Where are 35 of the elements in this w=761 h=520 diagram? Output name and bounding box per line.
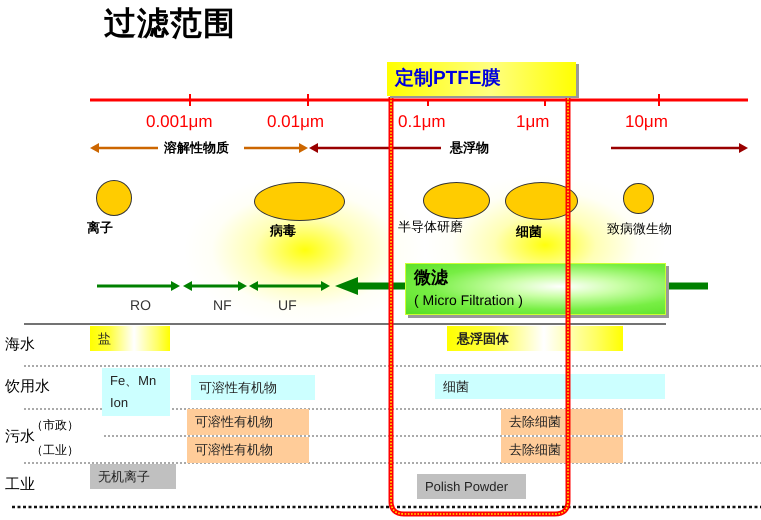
range-bar: 去除细菌	[501, 409, 623, 435]
range-bar: 可溶性有机物	[191, 375, 315, 400]
particle-label: 致病微生物	[607, 221, 672, 237]
range-bar: 无机离子	[90, 464, 176, 489]
particle-label: 半导体研磨	[398, 219, 463, 235]
particle-label: 离子	[87, 220, 113, 236]
range-bar: Polish Powder	[417, 474, 526, 499]
row-label: 海水	[5, 336, 35, 354]
range-bar: 可溶性有机物	[187, 437, 309, 463]
range-bar: 可溶性有机物	[187, 409, 309, 435]
filtration-box	[405, 263, 666, 315]
box-subtitle: ( Micro Filtration )	[414, 292, 523, 309]
row-label: 饮用水	[5, 378, 50, 396]
range-bar: 悬浮固体	[447, 326, 623, 351]
particle-label: 细菌	[516, 224, 542, 240]
method-label: RO	[130, 297, 151, 314]
tick-label: 0.001μm	[146, 112, 212, 132]
tick-label: 10μm	[625, 112, 668, 132]
range-bar: 去除细菌	[501, 437, 623, 463]
tick-label: 1μm	[516, 112, 550, 132]
tick-label: 0.01μm	[267, 112, 324, 132]
page-title: 过滤范围	[104, 4, 236, 42]
range-label: 溶解性物质	[164, 140, 229, 156]
range-bar: 盐	[90, 326, 170, 351]
row-label: 工业	[5, 476, 35, 494]
range-bar: Fe、Mn Ion	[102, 368, 170, 416]
particle-label: 病毒	[270, 223, 296, 239]
range-bar: 细菌	[435, 374, 665, 399]
method-label: NF	[213, 297, 232, 314]
method-label: UF	[278, 297, 297, 314]
tick-label: 0.1μm	[398, 112, 446, 132]
row-sublabel: （工业）	[31, 443, 79, 458]
title-banner: 定制PTFE膜	[387, 62, 576, 96]
box-heading: 微滤	[414, 268, 448, 288]
range-label: 悬浮物	[450, 140, 489, 156]
